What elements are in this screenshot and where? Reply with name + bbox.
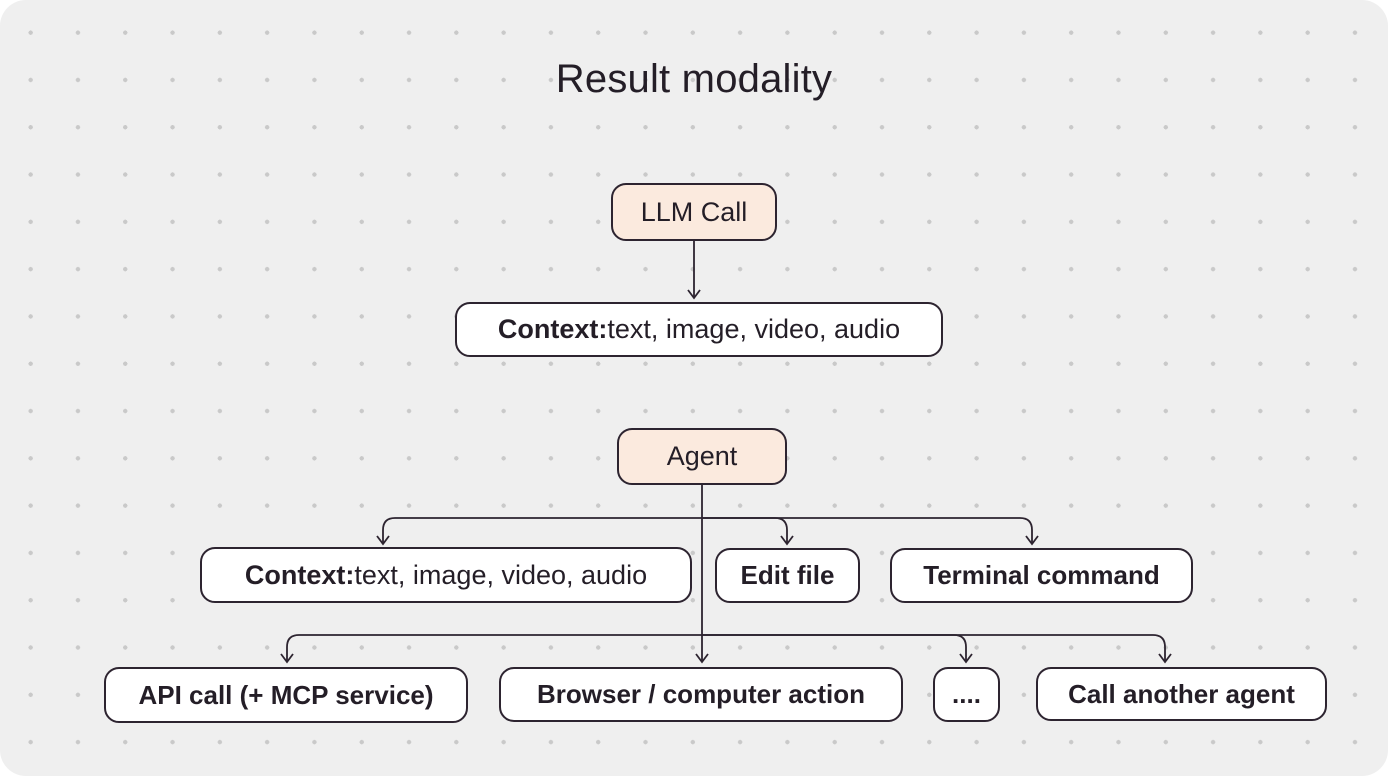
node-call-another-agent-label: Call another agent: [1068, 678, 1295, 709]
edge-agent-context2: [376, 517, 702, 546]
diagram-title: Result modality: [555, 57, 833, 101]
node-context-1-prefix: Context:: [497, 314, 608, 344]
node-terminal-command: Terminal command: [890, 548, 1193, 603]
node-edit-file-label: Edit file: [740, 560, 835, 590]
node-llm-call-label: LLM Call: [640, 196, 748, 227]
node-context-2-prefix: Context:: [244, 559, 355, 590]
node-ellipsis: ....: [933, 667, 1000, 722]
edge-agent-callagent: [702, 634, 1172, 664]
edge-agent-ellipsis: [702, 634, 973, 664]
node-agent-label: Agent: [666, 441, 738, 471]
node-agent: Agent: [617, 428, 787, 485]
node-call-another-agent: Call another agent: [1036, 667, 1327, 721]
node-llm-call: LLM Call: [611, 183, 777, 241]
node-context-1: Context: text, image, video, audio: [455, 302, 943, 357]
node-ellipsis-label: ....: [952, 679, 981, 709]
node-api-call-label: API call (+ MCP service): [138, 679, 434, 710]
node-api-call: API call (+ MCP service): [104, 667, 468, 723]
edge-agent-editfile: [702, 517, 794, 546]
node-browser-action: Browser / computer action: [499, 667, 903, 722]
edge-agent-terminal: [702, 517, 1039, 546]
node-context-2: Context: text, image, video, audio: [200, 547, 692, 603]
node-terminal-command-label: Terminal command: [923, 560, 1160, 590]
node-browser-action-label: Browser / computer action: [537, 679, 865, 709]
node-context-1-label: text, image, video, audio: [607, 314, 901, 344]
node-edit-file: Edit file: [715, 548, 860, 603]
edge-agent-apicall: [280, 634, 702, 664]
node-context-2-label: text, image, video, audio: [354, 559, 648, 590]
